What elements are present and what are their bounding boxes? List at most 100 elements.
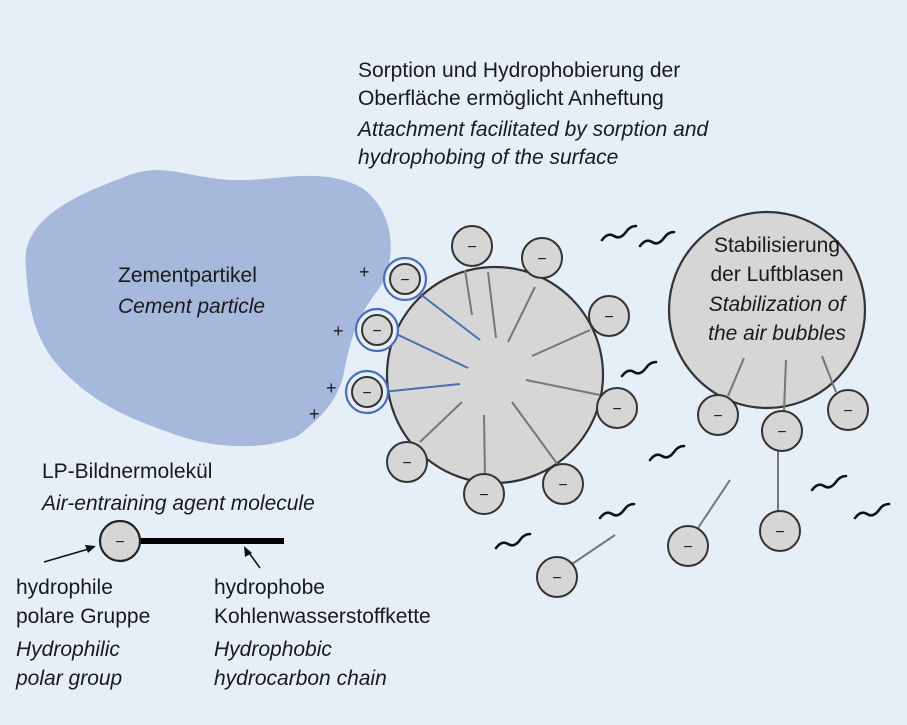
hydrophobic-de-2: Kohlenwasserstoffkette (214, 605, 431, 628)
minus-sign: − (558, 477, 567, 494)
bubble-chains (419, 269, 601, 479)
squiggle-mark (494, 532, 532, 550)
polar-heads: − − − − − − − − − − − − − − − − (344, 225, 869, 598)
attached-chain-line (391, 331, 469, 369)
attached-head-group: − (382, 256, 428, 302)
plus-sign: + (333, 321, 344, 341)
chain-line (464, 269, 473, 316)
cement-label-de: Zementpartikel (118, 264, 257, 287)
head-circle (386, 441, 428, 483)
minus-sign: − (372, 323, 381, 340)
top-note-de-1: Sorption und Hydrophobierung der (358, 59, 680, 82)
head-circle (389, 263, 421, 295)
attached-head-group: − (344, 369, 390, 415)
head-circle (827, 389, 869, 431)
hydrophilic-de-1: hydrophile (16, 576, 113, 599)
hydrophobic-de-1: hydrophobe (214, 576, 325, 599)
cement-label-en: Cement particle (118, 295, 265, 318)
head-circle (351, 376, 383, 408)
cement-particle-blob (25, 170, 391, 447)
head-circle (536, 556, 578, 598)
bubble-label-de-2: der Luftblasen (710, 263, 843, 286)
polar-head-group: − (386, 441, 428, 483)
chain-line (507, 286, 536, 343)
bubble-label-en-2: the air bubbles (708, 322, 846, 345)
minus-sign: − (777, 424, 786, 441)
hydrophobic-en-2: hydrocarbon chain (214, 667, 387, 690)
chain-line (783, 359, 787, 411)
chain-line (821, 355, 837, 393)
attached-chains (381, 293, 481, 393)
arrow-head-right (244, 546, 252, 557)
bubble-label-en-1: Stabilization of (709, 293, 848, 316)
head-circle (697, 394, 739, 436)
attached-head-group: − (354, 307, 400, 353)
head-circle (451, 225, 493, 267)
polar-head-group: − (697, 394, 739, 436)
squiggle-mark (620, 360, 658, 378)
polar-head-group: − (463, 473, 505, 515)
head-circle (463, 473, 505, 515)
minus-sign: − (467, 239, 476, 256)
chain-line (531, 329, 591, 357)
free-molecule-tails (571, 450, 779, 565)
minus-sign: − (683, 539, 692, 556)
minus-sign: − (362, 385, 371, 402)
top-note-en-2: hydrophobing of the surface (358, 146, 618, 169)
legend-molecule: − (43, 519, 284, 569)
free-tail-line (571, 534, 616, 565)
molecule-label-en: Air-entraining agent molecule (40, 492, 315, 515)
squiggle-mark (810, 474, 848, 492)
chain-line (525, 379, 601, 396)
head-circle (361, 314, 393, 346)
head-circle (588, 295, 630, 337)
attached-chain-line (419, 293, 481, 341)
squiggle-mark (600, 224, 638, 242)
hydrophilic-de-2: polare Gruppe (16, 605, 150, 628)
polar-head-group: − (596, 387, 638, 429)
minus-sign: − (537, 251, 546, 268)
head-circle (761, 410, 803, 452)
squiggle-mark (853, 502, 891, 520)
small-bubble-chains (727, 355, 837, 411)
chain-line (419, 401, 463, 443)
free-tail-line (697, 479, 731, 529)
squiggle-mark (648, 444, 686, 462)
hydrophobic-en-1: Hydrophobic (214, 638, 332, 661)
attached-chain-line (381, 383, 461, 393)
plus-sign: + (326, 378, 337, 398)
head-circle (596, 387, 638, 429)
squiggles (494, 224, 891, 550)
minus-sign: − (604, 309, 613, 326)
arrow-head-left (85, 545, 96, 553)
head-circle (542, 463, 584, 505)
plus-sign: + (359, 262, 370, 282)
minus-sign: − (713, 408, 722, 425)
bubble-label-de-1: Stabilisierung (714, 234, 840, 257)
polar-head-group: − (536, 556, 578, 598)
top-note-de-2: Oberfläche ermöglicht Anheftung (358, 87, 664, 110)
legend-head-circle (98, 519, 142, 563)
legend-minus: − (115, 534, 124, 551)
minus-sign: − (552, 570, 561, 587)
polar-head-group: − (542, 463, 584, 505)
polar-head-group: − (761, 410, 803, 452)
hydrophilic-en-1: Hydrophilic (16, 638, 120, 661)
chain-line (727, 357, 745, 397)
air-bubble-small (667, 210, 867, 410)
minus-sign: − (775, 524, 784, 541)
plus-sign: + (309, 404, 320, 424)
polar-head-group: − (451, 225, 493, 267)
minus-sign: − (479, 487, 488, 504)
minus-sign: − (843, 403, 852, 420)
chain-line (483, 414, 486, 479)
head-circle (667, 525, 709, 567)
squiggle-mark (598, 502, 636, 520)
minus-sign: − (400, 272, 409, 289)
minus-sign: − (402, 455, 411, 472)
head-circle (759, 510, 801, 552)
polar-head-group: − (759, 510, 801, 552)
squiggle-mark (638, 230, 676, 248)
